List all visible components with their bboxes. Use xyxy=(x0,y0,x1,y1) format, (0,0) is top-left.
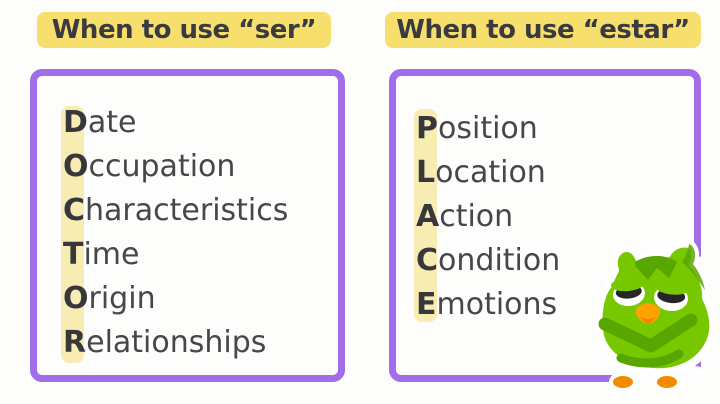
list-item: Action xyxy=(416,195,560,239)
acronym-letter: O xyxy=(63,149,89,184)
item-text: ction xyxy=(439,199,514,234)
item-text: osition xyxy=(438,111,538,146)
ser-header-title: When to use “ser” xyxy=(51,15,317,45)
duo-owl-mascot xyxy=(594,239,720,397)
owl-crossed-wings xyxy=(598,313,698,353)
owl-eye-right xyxy=(654,279,691,312)
acronym-letter: T xyxy=(63,237,84,272)
item-text: ocation xyxy=(435,155,546,190)
item-text: ccupation xyxy=(88,149,236,184)
estar-acronym-highlight-strip xyxy=(414,109,437,322)
item-text: ime xyxy=(83,237,140,272)
list-item: Location xyxy=(416,151,560,195)
list-item: Characteristics xyxy=(63,189,288,233)
acronym-letter: C xyxy=(416,243,439,278)
acronym-letter: O xyxy=(63,281,89,316)
owl-foot-left xyxy=(609,372,637,392)
ser-box: Date Occupation Characteristics Time Ori… xyxy=(30,69,345,382)
item-text: ate xyxy=(87,105,137,140)
acronym-letter: R xyxy=(63,325,87,360)
ser-acronym-list: Date Occupation Characteristics Time Ori… xyxy=(63,101,288,365)
item-text: ondition xyxy=(438,243,561,278)
estar-header-title: When to use “estar” xyxy=(396,15,690,45)
estar-header-highlight: When to use “estar” xyxy=(385,12,701,48)
owl-eye-left xyxy=(611,276,645,307)
ser-header-highlight: When to use “ser” xyxy=(37,12,331,48)
acronym-letter: L xyxy=(416,155,436,190)
list-item: Time xyxy=(63,233,288,277)
list-item: Position xyxy=(416,107,560,151)
acronym-letter: A xyxy=(416,199,440,234)
owl-wing-fold-line xyxy=(616,349,684,368)
item-text: motions xyxy=(436,287,558,322)
ser-acronym-highlight-strip xyxy=(61,106,84,363)
owl-fringe xyxy=(635,256,677,280)
acronym-letter: C xyxy=(63,193,86,228)
acronym-letter: D xyxy=(63,105,88,140)
list-item: Condition xyxy=(416,239,560,283)
owl-beak xyxy=(635,303,661,324)
item-text: haracteristics xyxy=(85,193,289,228)
owl-foot-right xyxy=(653,372,681,392)
item-text: rigin xyxy=(88,281,156,316)
list-item: Origin xyxy=(63,277,288,321)
acronym-letter: P xyxy=(416,111,438,146)
item-text: elationships xyxy=(86,325,267,360)
list-item: Occupation xyxy=(63,145,288,189)
list-item: Relationships xyxy=(63,321,288,365)
list-item: Date xyxy=(63,101,288,145)
acronym-letter: E xyxy=(416,287,437,322)
owl-head-shading xyxy=(682,244,705,290)
list-item: Emotions xyxy=(416,283,560,327)
estar-acronym-list: Position Location Action Condition Emoti… xyxy=(416,107,560,327)
estar-box: Position Location Action Condition Emoti… xyxy=(389,69,701,382)
